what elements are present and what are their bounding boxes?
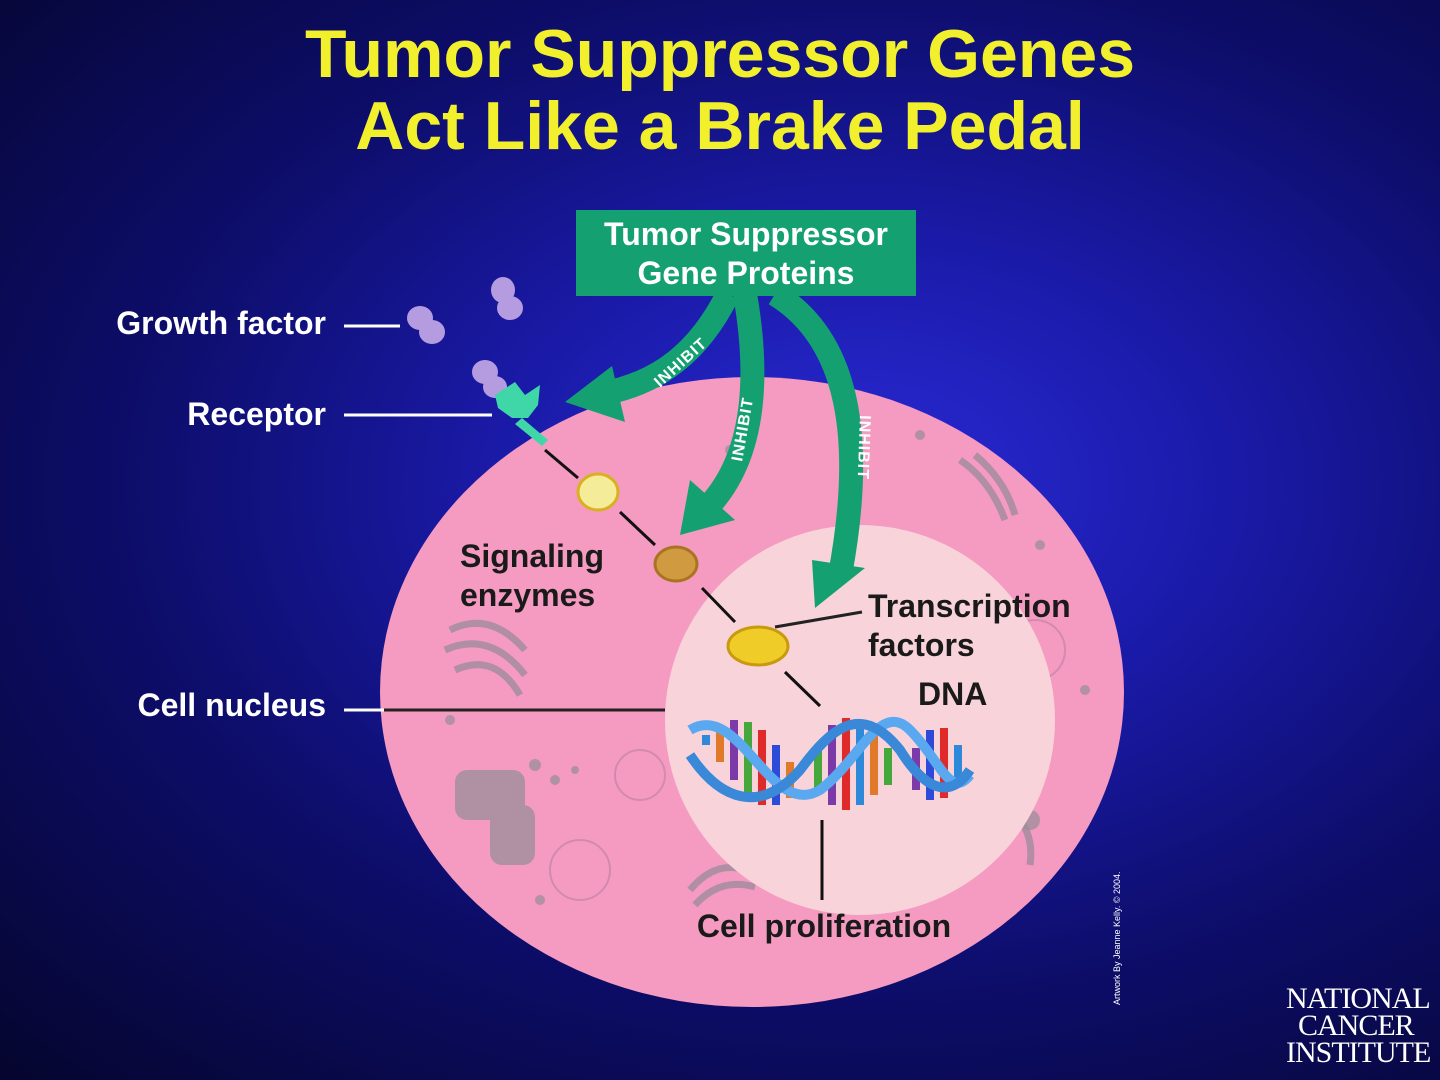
inhibit-label-3: INHIBIT [854,415,873,480]
tumor-suppressor-box [576,210,916,296]
nci-logo: NATIONAL CANCER INSTITUTE [1286,982,1436,1069]
box-line-1: Tumor Suppressor [604,216,888,252]
growth-factor-molecules [407,277,523,398]
dna-helix [685,717,975,810]
label-dna: DNA [918,676,987,712]
transcription-factor [726,625,790,667]
signal-pathway [544,448,824,900]
transcription-pointer [774,610,863,629]
inhibit-arrow-transcription [768,283,864,578]
slide-title: Tumor Suppressor Genes Act Like a Brake … [0,18,1440,162]
receptor-protein [495,382,548,446]
label-cell-proliferation: Cell proliferation [697,908,951,944]
organelle-blobs [445,430,1090,905]
signaling-enzyme-1 [576,472,620,512]
logo-line-2: CANCER [1298,1009,1415,1042]
label-pointers [344,324,492,712]
label-signaling-2: enzymes [460,577,595,613]
box-line-2: Gene Proteins [638,255,855,291]
label-cell-nucleus: Cell nucleus [138,687,327,723]
logo-line-3: INSTITUTE [1286,1036,1431,1069]
label-signaling-1: Signaling [460,538,604,574]
artwork-credit: Artwork By Jeanne Kelly. © 2004. [1112,871,1122,1005]
title-line-1: Tumor Suppressor Genes [304,16,1136,92]
label-receptor: Receptor [187,396,326,432]
title-line-2: Act Like a Brake Pedal [355,88,1085,164]
inhibit-arrow-enzyme [696,291,765,519]
label-transcription-2: factors [868,627,975,663]
logo-line-1: NATIONAL [1286,982,1431,1015]
label-transcription-1: Transcription [868,588,1071,624]
signaling-enzyme-2 [653,545,699,583]
inhibit-arrowheads [565,366,865,608]
label-growth-factor: Growth factor [116,305,326,341]
